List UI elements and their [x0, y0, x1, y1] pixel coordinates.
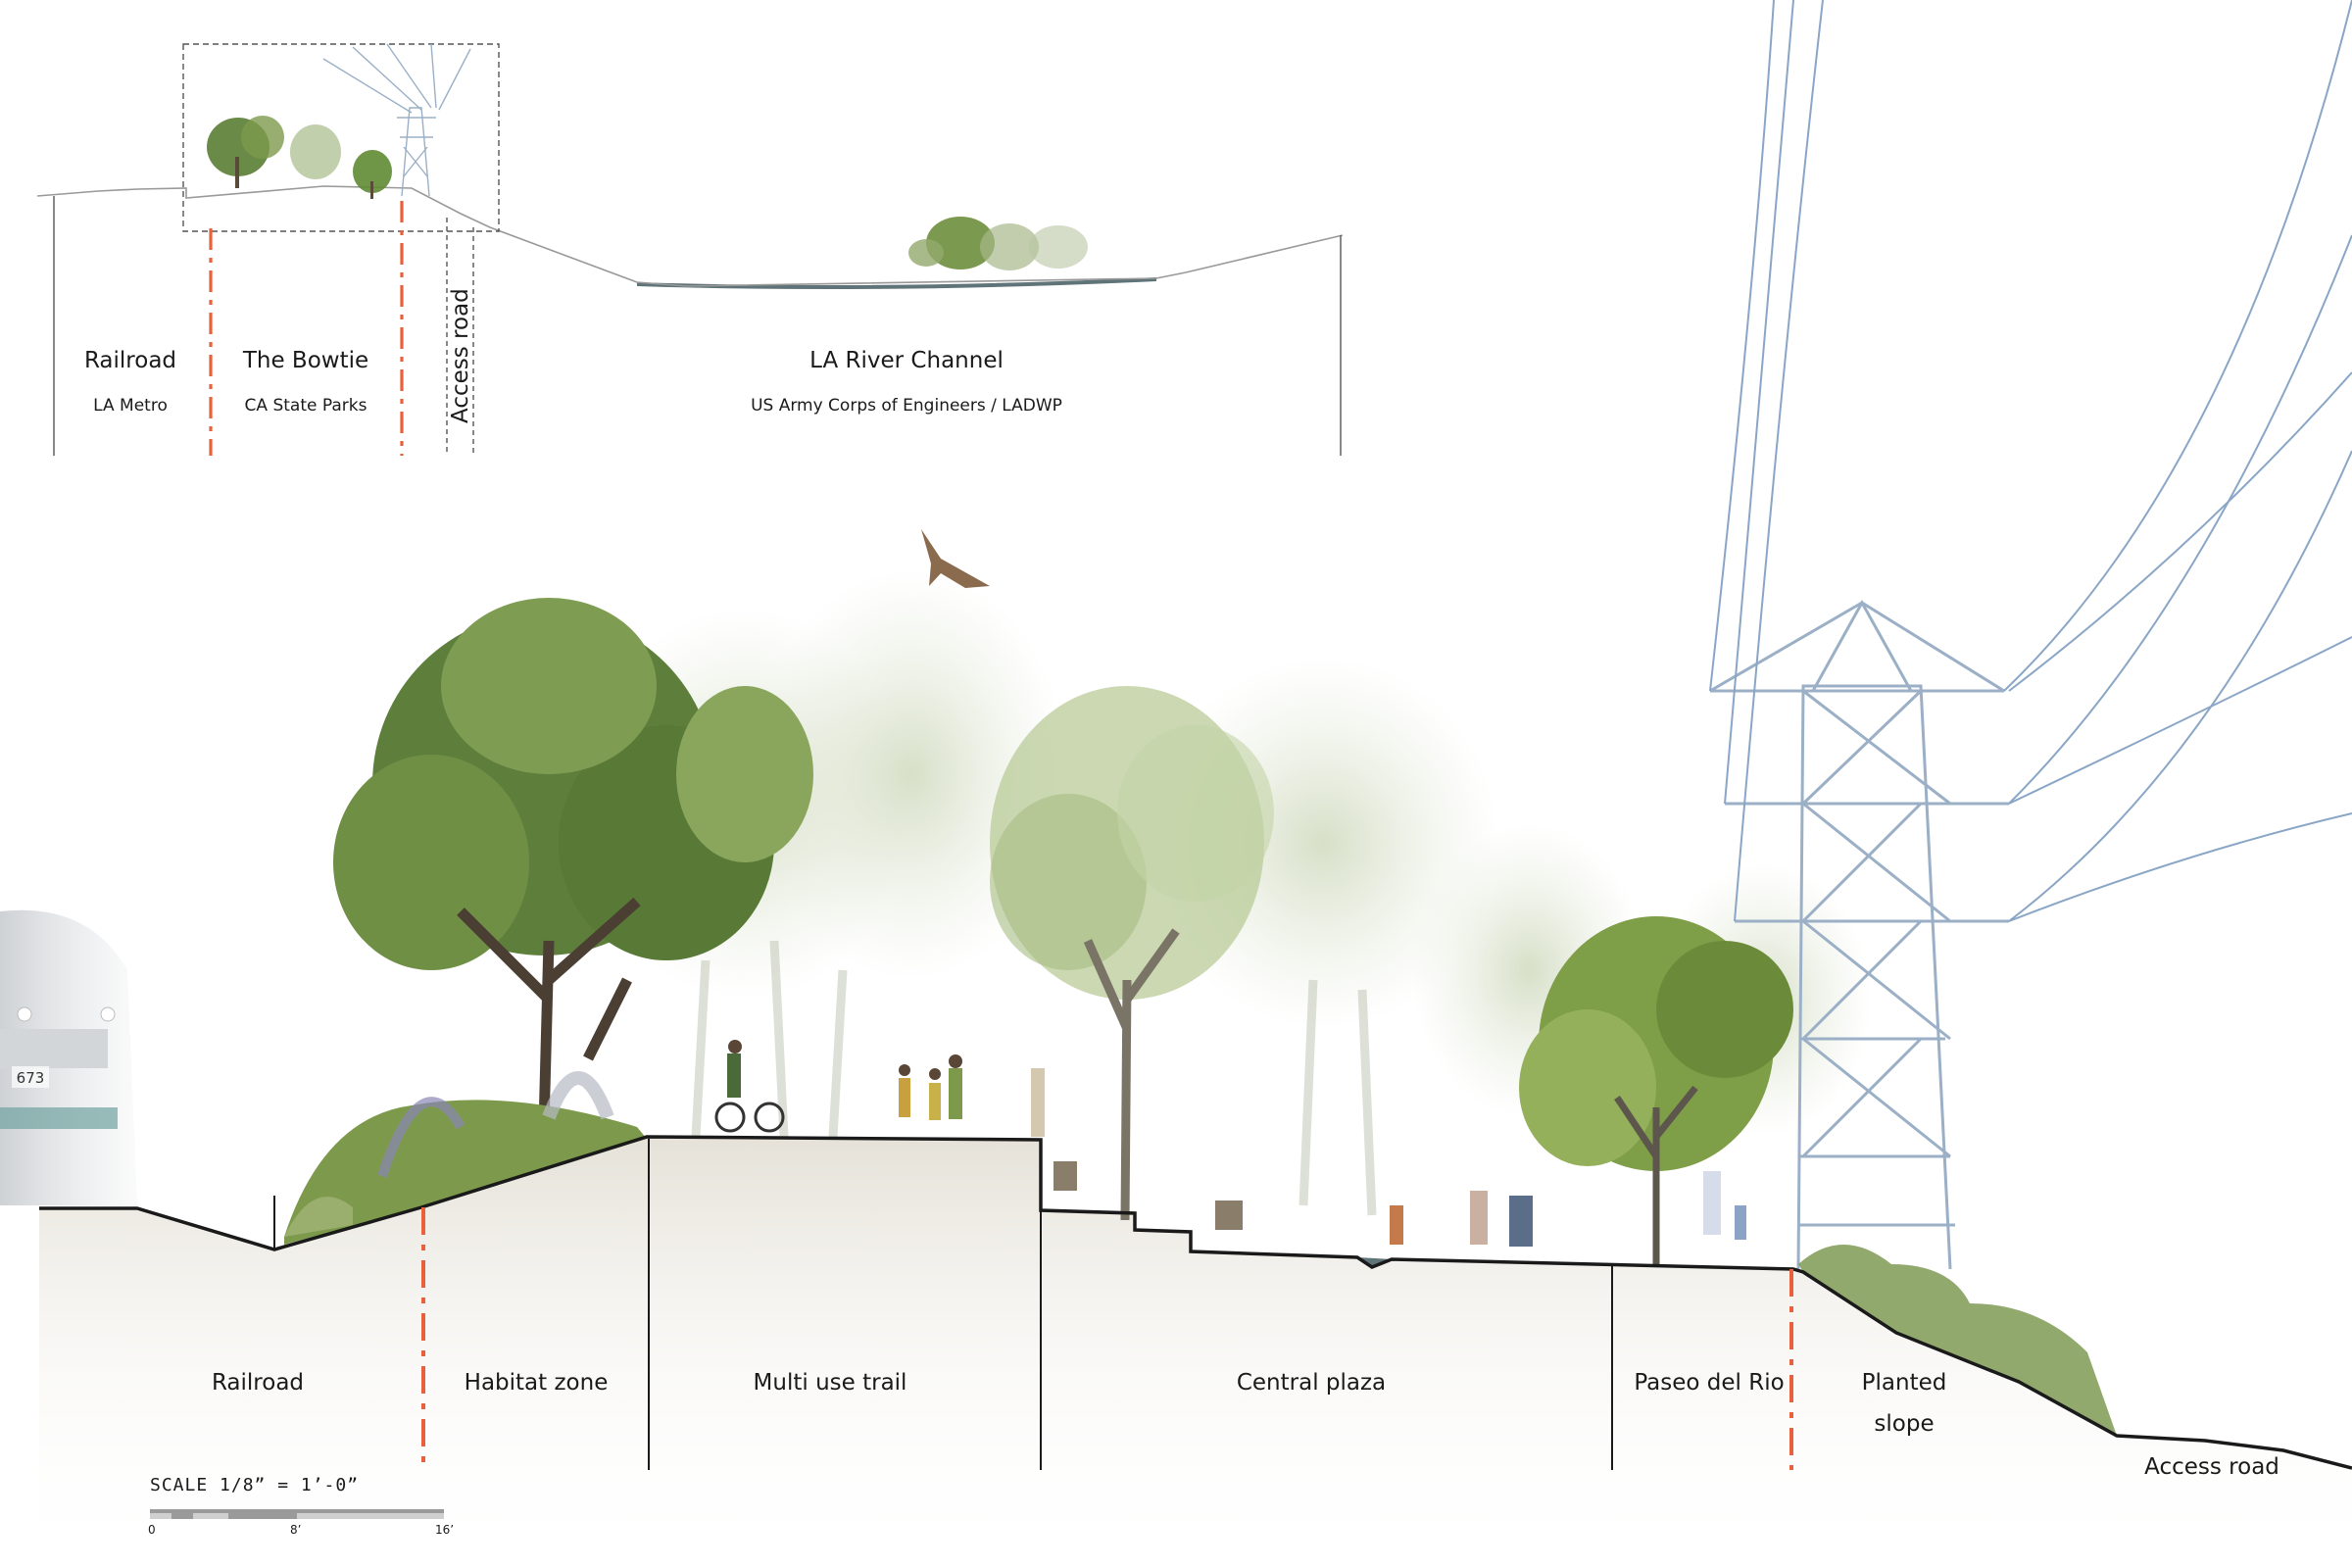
zone-label-plaza: Central plaza: [1236, 1370, 1387, 1396]
zone-dividers: [648, 1139, 1613, 1470]
transmission-tower: [1709, 599, 2009, 1270]
paseo-tree: [1519, 916, 1793, 1264]
zone-label-trail: Multi use trail: [753, 1370, 907, 1396]
scale-tick-0: 0: [148, 1523, 156, 1537]
key-label-access-road: Access road: [448, 288, 473, 423]
slope-vegetation: [1798, 1245, 2117, 1436]
trail-marker-post: [1031, 1068, 1045, 1137]
hawk-figure: [921, 529, 990, 588]
key-sublabel-railroad: LA Metro: [93, 396, 168, 416]
key-sublabel-river: US Army Corps of Engineers / LADWP: [751, 396, 1062, 416]
people-figures: [714, 1040, 1746, 1247]
key-river-water: [637, 277, 1156, 290]
key-river-trees: [908, 217, 1088, 270]
habitat-grasses: [284, 1071, 647, 1245]
zone-label-habitat: Habitat zone: [464, 1370, 609, 1396]
power-lines: [1709, 0, 2352, 922]
ground-profile-line: [39, 1135, 2352, 1470]
train-number: 673: [17, 1069, 45, 1087]
key-bowtie-box: [182, 43, 500, 232]
key-section: [36, 43, 1344, 456]
ground-mass: [39, 1137, 2352, 1568]
water-channel: [1357, 1257, 1392, 1267]
zone-label-paseo: Paseo del Rio: [1634, 1370, 1785, 1396]
habitat-tree: [333, 598, 813, 1128]
key-bowtie-trees: [207, 116, 392, 199]
train: 673: [0, 909, 137, 1205]
scale-bar: [150, 1509, 444, 1519]
key-label-railroad: Railroad: [83, 348, 177, 373]
key-label-bowtie: The Bowtie: [242, 348, 369, 373]
key-label-river: LA River Channel: [809, 348, 1004, 373]
zone-label-slope: Planted slope: [1861, 1370, 1947, 1437]
scale-tick-16: 16’: [435, 1523, 455, 1537]
key-mini-tower: [322, 43, 471, 197]
property-boundaries: [421, 1207, 1793, 1470]
cyclist-figure: [714, 1040, 785, 1133]
scale-title: SCALE 1/8” = 1’-0”: [150, 1475, 360, 1495]
key-sublabel-bowtie: CA State Parks: [244, 396, 368, 416]
zone-label-railroad: Railroad: [211, 1370, 305, 1396]
plaza-tree: [990, 686, 1274, 1221]
scale-tick-8: 8’: [290, 1523, 302, 1537]
zone-label-access-road: Access road: [2144, 1454, 2279, 1480]
key-ground-line: [36, 185, 1344, 287]
